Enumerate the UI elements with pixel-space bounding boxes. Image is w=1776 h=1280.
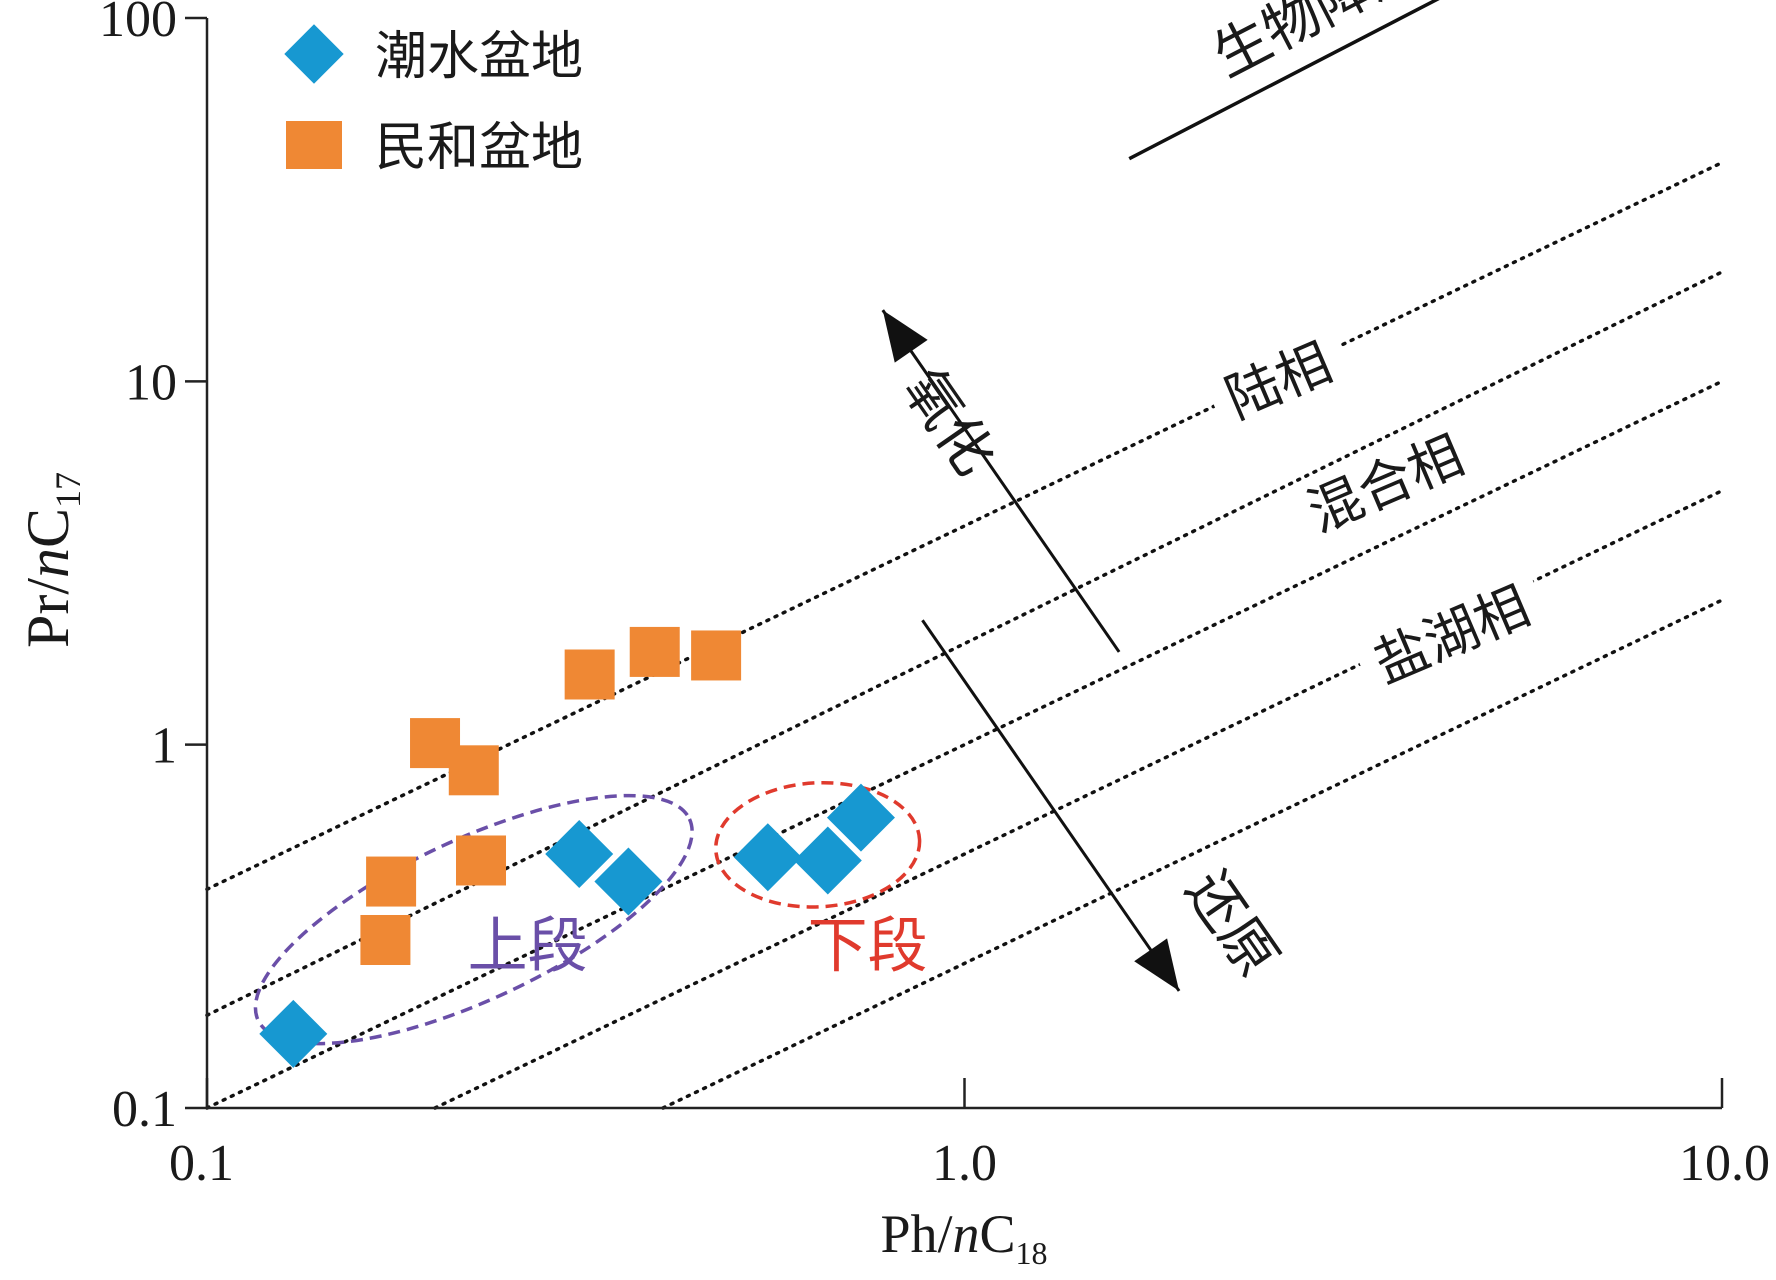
zone-line [661,598,1724,1110]
y-tick-label: 100 [99,0,177,48]
legend-marker-diamond [284,24,344,84]
y-tick-label: 1 [151,718,177,775]
data-point-diamond [826,783,895,852]
svg-text:Ph/nC18: Ph/nC18 [880,1204,1047,1271]
data-point-diamond [545,820,614,889]
group-label: 上段 [468,912,588,982]
zone-label-bg [1201,321,1357,442]
svg-text:潮水盆地: 潮水盆地 [375,27,583,87]
data-points [259,626,895,1068]
data-point-diamond [594,847,663,916]
zone-label-bg [1283,413,1489,556]
arrow-label: 氧化 [890,358,1007,487]
data-point-square [564,649,615,700]
data-point-diamond [259,999,328,1068]
x-tick-label: 0.1 [169,1135,234,1192]
data-point-diamond [793,826,862,895]
data-point-square [629,626,680,677]
arrow-shaft [881,309,1121,653]
arrow-label: 还原 [1173,860,1290,989]
zone-line [205,379,1724,1110]
zone-line [205,160,1724,892]
data-point-square [366,856,417,907]
axes [205,18,1722,1110]
y-axis-label: Pr/nC17 [15,472,88,648]
svg-text:民和盆地: 民和盆地 [375,118,583,178]
zone-label-text: 盐湖相 [1365,574,1539,695]
arrow-shaft [921,619,1181,992]
group-ellipse [253,793,694,1046]
zone-line [205,270,1724,1018]
y-tick-label: 0.1 [112,1081,177,1138]
zone-label: 陆相 [1201,321,1357,442]
group-ellipse [714,780,922,909]
data-point-diamond [733,823,802,892]
data-point-square [360,914,411,965]
zone-label-text: 混合相 [1299,423,1473,544]
svg-text:Pr/nC17: Pr/nC17 [15,472,88,648]
legend-marker-square [286,121,342,169]
arrow-head [882,310,928,363]
legend-item-minhe: 民和盆地 [286,118,583,178]
x-tick-label: 10.0 [1679,1135,1770,1192]
arrow-shaft [1128,0,1440,161]
group-label: 下段 [808,912,928,982]
data-point-square [691,630,742,681]
zone-label: 盐湖相 [1349,564,1555,707]
legend-item-chaoshui: 潮水盆地 [284,24,583,87]
x-axis-label: Ph/nC18 [880,1204,1047,1271]
zone-label-bg [1349,564,1555,707]
arrow-head [1134,938,1180,991]
x-tick-label: 1.0 [932,1135,997,1192]
data-point-square [448,745,499,796]
legend: 潮水盆地 民和盆地 [284,24,583,178]
arrow-label: 生物降解 [1203,0,1432,90]
axis-ticks: 0.1 1 10 100 0.1 1.0 10.0 [99,0,1770,1192]
y-tick-label: 10 [125,354,177,411]
data-point-square [456,835,507,886]
